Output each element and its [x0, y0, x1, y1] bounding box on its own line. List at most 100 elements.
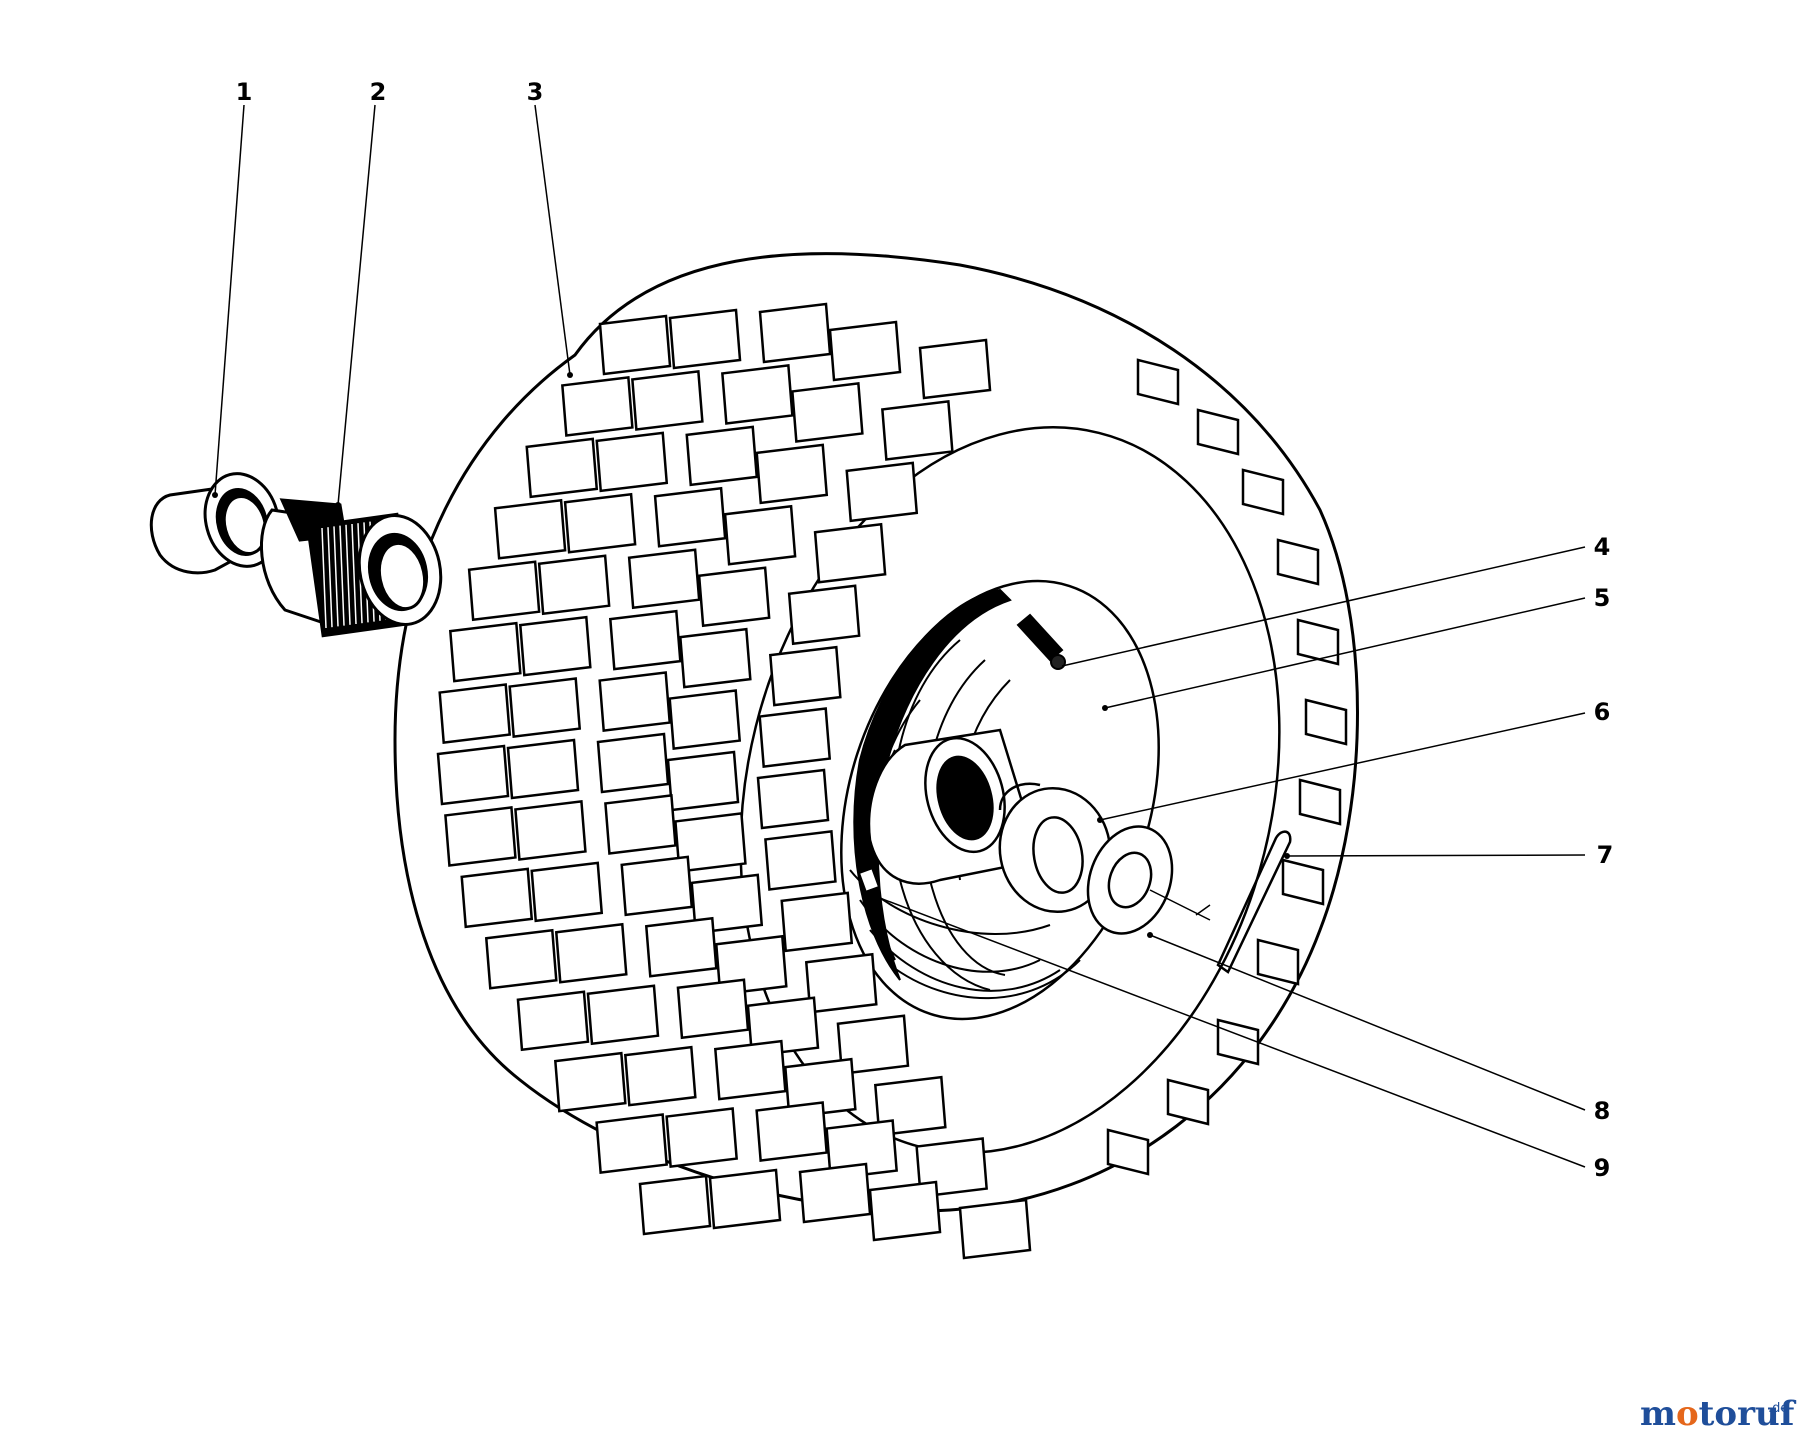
callout-9: 9: [1594, 1154, 1611, 1182]
tread-block: [604, 794, 677, 855]
leader-lines: [214, 104, 1586, 1168]
tread-block: [627, 548, 701, 610]
shoulder-block: [1298, 778, 1342, 826]
shoulder-block: [1106, 1128, 1150, 1176]
callout-8: 8: [1594, 1097, 1611, 1125]
tread-block: [723, 504, 797, 566]
tread-block: [746, 996, 820, 1058]
tread-block: [678, 627, 752, 689]
grease-fitting: [857, 866, 881, 901]
callout-4: 4: [1594, 533, 1611, 561]
shoulder-block: [1304, 698, 1348, 746]
callout-3: 3: [527, 78, 544, 106]
shoulder-block: [1241, 468, 1285, 516]
tread-block: [666, 750, 740, 812]
tread-block: [554, 922, 628, 984]
callout-6: 6: [1594, 698, 1611, 726]
tread-block: [638, 1174, 712, 1236]
tread-block: [713, 1039, 787, 1101]
spline-groove: [339, 525, 345, 626]
tread-block: [697, 566, 771, 628]
tread-block: [595, 431, 669, 493]
watermark-logo: motoruf: [1640, 1394, 1797, 1434]
rim-shadow: [853, 588, 1012, 981]
washer: [1086, 825, 1174, 935]
valve-stem: [1016, 613, 1066, 670]
tread-block: [444, 806, 517, 867]
tread-block: [644, 916, 718, 978]
tread-block: [836, 1014, 910, 1076]
spline-groove: [333, 526, 339, 627]
shoulder-block: [1281, 858, 1325, 906]
hub-bearing: [867, 728, 1112, 914]
spline-groove: [345, 524, 351, 625]
tread-block: [537, 554, 611, 616]
tread-block: [813, 522, 887, 584]
tread-block: [508, 677, 582, 738]
tire-tread-pattern: [436, 302, 1348, 1260]
tread-block: [516, 990, 590, 1052]
tread-block: [436, 744, 510, 806]
tread-block: [598, 671, 672, 732]
tread-block: [653, 486, 727, 548]
shoulder-block: [1276, 538, 1320, 586]
callout-labels: 1 2 3 4 5 6 7 8 9: [236, 78, 1614, 1182]
tread-block: [791, 382, 864, 443]
tread-block: [755, 443, 829, 505]
tread-block: [755, 1101, 828, 1162]
tread-block: [868, 1180, 942, 1242]
tread-block: [764, 830, 837, 891]
tread-block: [608, 609, 682, 671]
tread-block: [530, 861, 604, 923]
tread-block: [708, 1168, 782, 1230]
tread-block: [668, 689, 742, 750]
shoulder-block: [1296, 618, 1340, 666]
tread-block: [881, 400, 954, 461]
spline-groove: [321, 527, 327, 629]
tread-block: [553, 1051, 627, 1113]
tread-block: [798, 1162, 872, 1224]
callout-2: 2: [370, 78, 387, 106]
tread-block: [631, 370, 704, 431]
shoulder-block: [1136, 358, 1180, 406]
tread-block: [586, 984, 660, 1046]
tread-block: [467, 560, 541, 622]
tread-block: [525, 437, 599, 499]
tread-block: [561, 376, 634, 437]
splined-hub: [260, 498, 443, 638]
tread-block: [758, 302, 832, 364]
tread-block: [563, 492, 637, 554]
tread-block: [620, 855, 694, 917]
tread-block: [484, 928, 558, 990]
tread-block: [665, 1107, 738, 1168]
tread-block: [506, 738, 580, 800]
tread-block: [674, 812, 747, 873]
spline-groove: [351, 523, 357, 625]
tread-block: [448, 621, 522, 683]
tread-block: [623, 1045, 697, 1107]
tread-block: [668, 308, 742, 370]
tread-block: [685, 425, 759, 487]
tread-block: [676, 978, 750, 1040]
cotter-pin: [1216, 830, 1292, 974]
shoulder-block: [1256, 938, 1300, 986]
tread-block: [758, 707, 832, 768]
motoruf-watermark: motoruf .de: [1640, 1394, 1797, 1434]
tread-block: [438, 683, 512, 744]
tread-block: [460, 867, 534, 929]
callout-5: 5: [1594, 584, 1611, 612]
tread-block: [780, 891, 854, 953]
tread-block: [804, 952, 878, 1014]
shoulder-block: [1166, 1078, 1210, 1126]
tread-block: [596, 732, 670, 794]
tread-block: [958, 1198, 1032, 1260]
tread-block: [787, 584, 861, 646]
tread-block: [721, 364, 794, 425]
tread-block: [783, 1057, 857, 1119]
tread-block: [598, 314, 672, 376]
tread-block: [845, 461, 919, 523]
axle-center-mark: [1149, 889, 1211, 921]
leader-dots: [212, 372, 1290, 938]
